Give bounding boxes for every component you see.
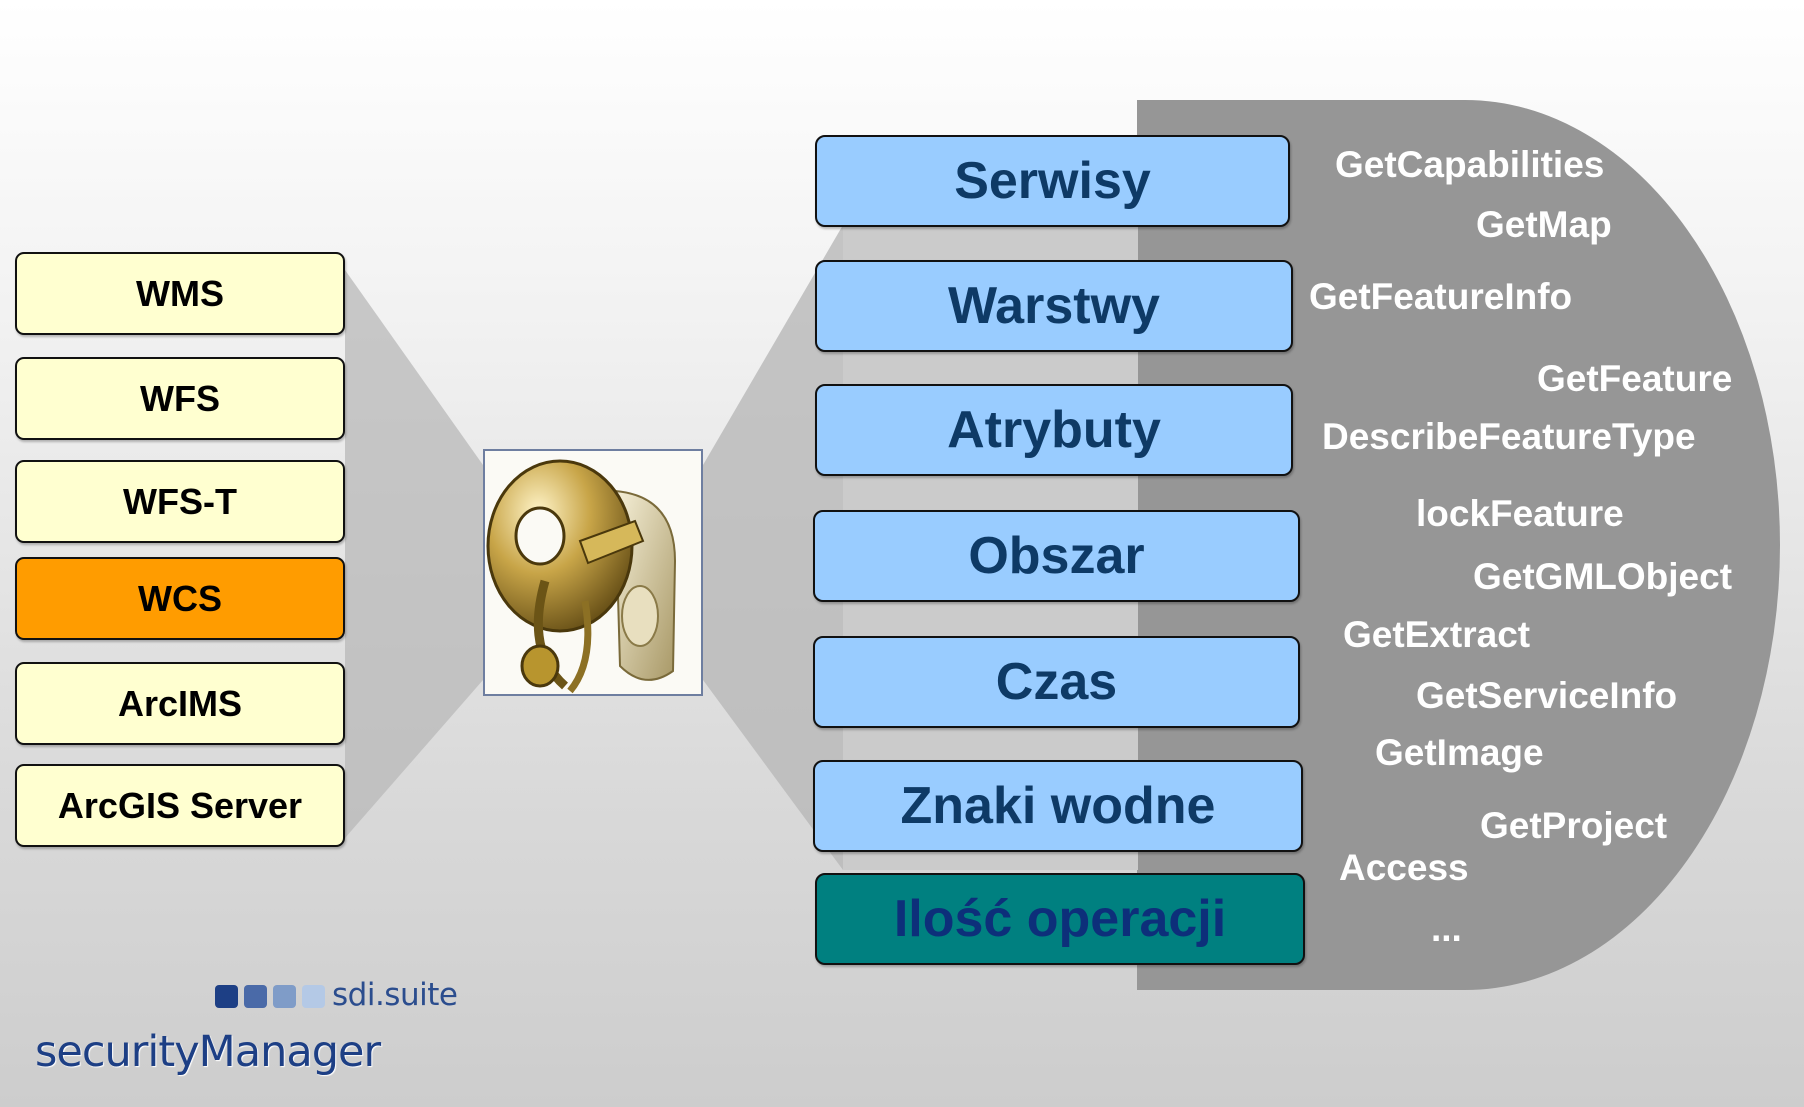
service-wfs: WFS <box>15 357 345 440</box>
rule-warstwy: Warstwy <box>815 260 1293 352</box>
operation-getimage: GetImage <box>1375 732 1544 773</box>
logo-product-text: securityManager <box>35 1027 381 1077</box>
left-funnel-shape <box>345 270 483 838</box>
logo-square <box>215 985 238 1008</box>
service-wcs: WCS <box>15 557 345 640</box>
service-wfs-t: WFS-T <box>15 460 345 543</box>
rule-serwisy: Serwisy <box>815 135 1290 227</box>
operation-access: Access <box>1339 847 1469 888</box>
service-wms: WMS <box>15 252 345 335</box>
operation-getcapabilities: GetCapabilities <box>1335 144 1605 185</box>
right-funnel-shape <box>703 225 843 870</box>
logo-square <box>302 985 325 1008</box>
logo-square <box>244 985 267 1008</box>
operation-ellipsis: ... <box>1431 908 1462 949</box>
operation-describefeaturetype: DescribeFeatureType <box>1322 416 1696 457</box>
operation-getmap: GetMap <box>1476 204 1612 245</box>
operation-getfeatureinfo: GetFeatureInfo <box>1309 276 1573 317</box>
operation-getfeature: GetFeature <box>1537 358 1733 399</box>
key-icon <box>485 451 701 694</box>
rule-obszar: Obszar <box>813 510 1300 602</box>
operation-getserviceinfo: GetServiceInfo <box>1416 675 1678 716</box>
rule-atrybuty: Atrybuty <box>815 384 1293 476</box>
service-arcims: ArcIMS <box>15 662 345 745</box>
logo-square <box>273 985 296 1008</box>
rule-znaki-wodne: Znaki wodne <box>813 760 1303 852</box>
service-arcgis-server: ArcGIS Server <box>15 764 345 847</box>
operation-getextract: GetExtract <box>1343 614 1531 655</box>
logo-suite-text: sdi.suite <box>332 977 458 1013</box>
operation-getproject: GetProject <box>1480 805 1668 846</box>
rule-ilosc-operacji: Ilość operacji <box>815 873 1305 965</box>
operation-getgmlobject: GetGMLObject <box>1473 556 1733 597</box>
key-lock-image <box>483 449 703 696</box>
operation-lockfeature: lockFeature <box>1416 493 1624 534</box>
rule-czas: Czas <box>813 636 1300 728</box>
logo-squares-icon <box>215 985 325 1008</box>
